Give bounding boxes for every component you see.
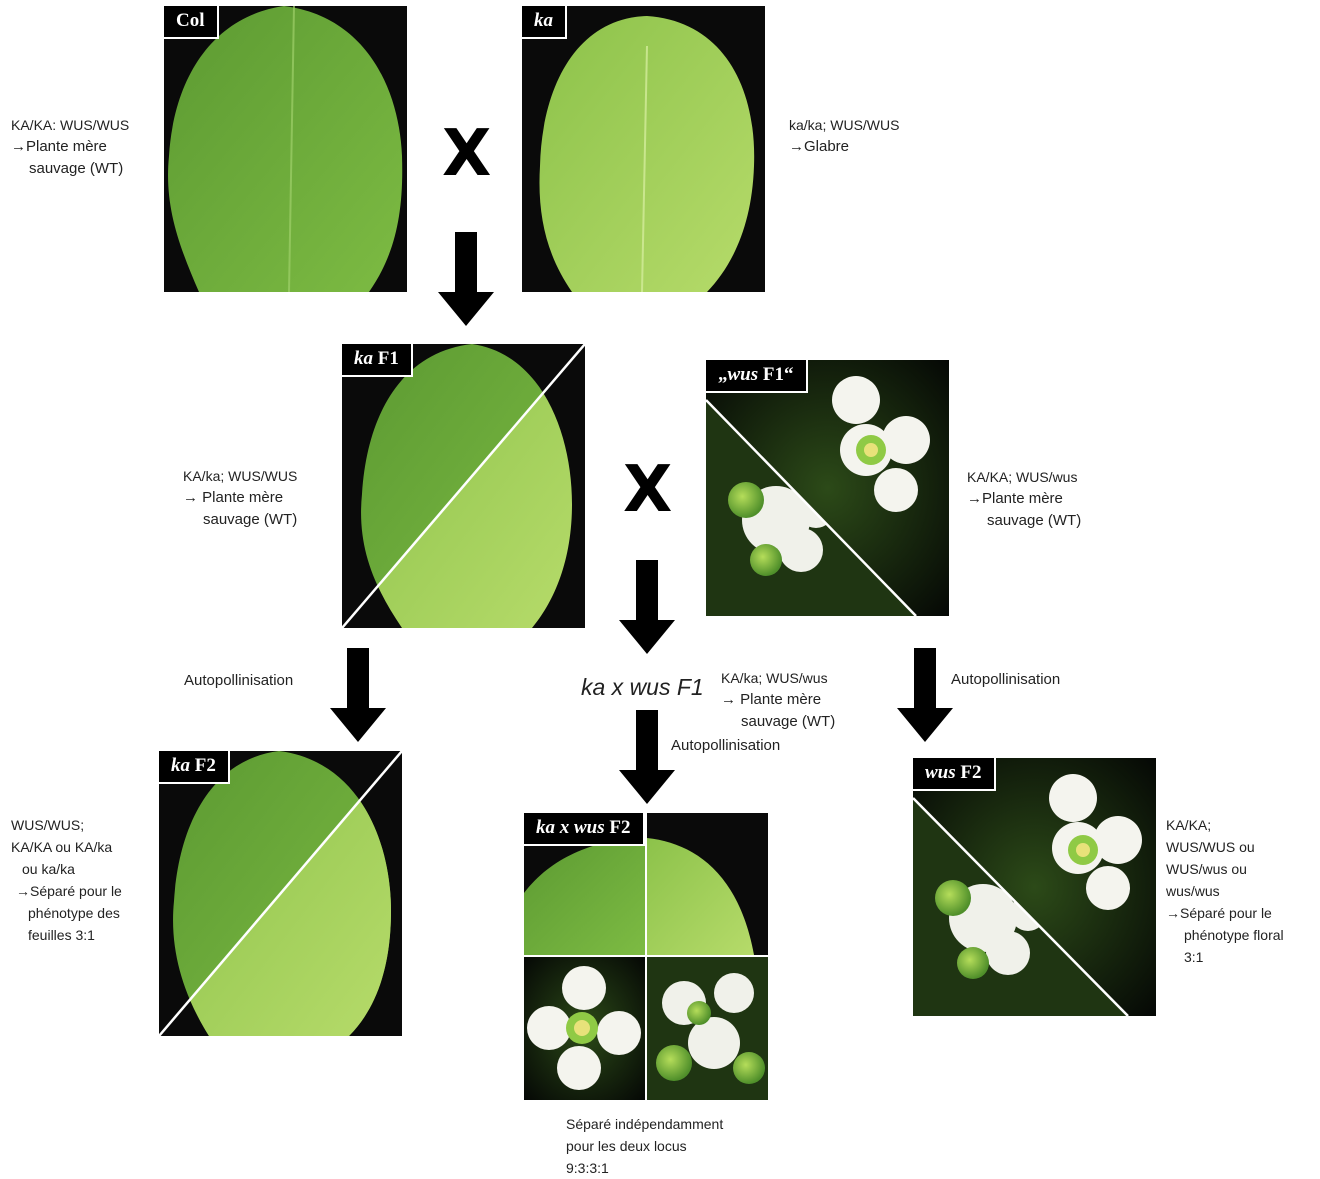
wus-f2-genotype-note: KA/KA; WUS/WUS ou WUS/wus ou wus/wus →Sé… bbox=[1166, 814, 1284, 968]
ka-wus-f2-note: Séparé indépendamment pour les deux locu… bbox=[566, 1113, 723, 1179]
cross-f1-genotype-note: KA/ka; WUS/wus → Plante mère sauvage (WT… bbox=[721, 667, 835, 733]
wus-f2-label: wus F2 bbox=[913, 758, 996, 791]
ka-f1-genotype-note: KA/ka; WUS/WUS → Plante mère sauvage (WT… bbox=[183, 465, 297, 531]
arrow-left-selfing bbox=[328, 648, 388, 743]
ka-wus-f2-panel: ka x wus F2 bbox=[524, 813, 768, 1100]
split-flower-image-f2 bbox=[913, 758, 1156, 1016]
quad-image bbox=[524, 813, 768, 1100]
autopollination-right-label: Autopollinisation bbox=[951, 669, 1060, 691]
col-leaf-panel: Col bbox=[164, 6, 407, 292]
hairy-leaf-image bbox=[164, 6, 407, 292]
ka-f1-label: ka F1 bbox=[342, 344, 413, 377]
ka-f1-panel: ka F1 bbox=[342, 344, 585, 628]
col-label: Col bbox=[164, 6, 219, 39]
cross-f1-label: ka x wus F1 bbox=[581, 674, 704, 701]
arrow-right-selfing bbox=[895, 648, 955, 743]
autopollination-middle-label: Autopollinisation bbox=[671, 735, 780, 757]
col-genotype-note: KA/KA: WUS/WUS →Plante mère sauvage (WT) bbox=[11, 114, 129, 180]
wus-f1-panel: „wus F1“ bbox=[706, 360, 949, 616]
ka-f2-label: ka F2 bbox=[159, 751, 230, 784]
cross-symbol-top: X bbox=[442, 122, 491, 186]
split-leaf-image bbox=[342, 344, 585, 628]
cross-symbol-middle: X bbox=[623, 458, 672, 522]
wus-f1-genotype-note: KA/KA; WUS/wus →Plante mère sauvage (WT) bbox=[967, 466, 1081, 532]
wus-f2-panel: wus F2 bbox=[913, 758, 1156, 1016]
arrow-to-cross-f2 bbox=[617, 710, 677, 805]
glabrous-leaf-image bbox=[522, 6, 765, 292]
ka-wus-f2-label: ka x wus F2 bbox=[524, 813, 645, 846]
arrow-to-f1 bbox=[436, 232, 496, 327]
ka-genotype-note: ka/ka; WUS/WUS →Glabre bbox=[789, 114, 899, 158]
ka-f2-panel: ka F2 bbox=[159, 751, 402, 1036]
split-flower-image bbox=[706, 360, 949, 616]
arrow-to-cross-f1 bbox=[617, 560, 677, 655]
autopollination-left-label: Autopollinisation bbox=[184, 670, 293, 692]
wus-f1-label: „wus F1“ bbox=[706, 360, 808, 393]
ka-leaf-panel: ka bbox=[522, 6, 765, 292]
ka-label: ka bbox=[522, 6, 567, 39]
ka-f2-genotype-note: WUS/WUS; KA/KA ou KA/ka ou ka/ka →Séparé… bbox=[11, 814, 122, 946]
split-leaf-image-f2 bbox=[159, 751, 402, 1036]
